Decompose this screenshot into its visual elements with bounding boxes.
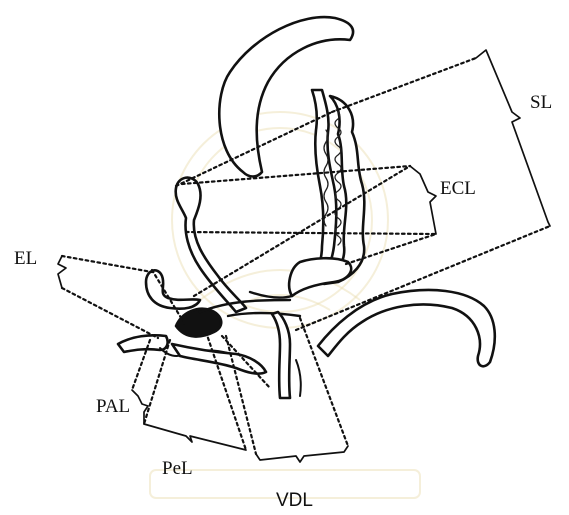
el-label: EL bbox=[14, 248, 37, 269]
ecl-label: ECL bbox=[440, 178, 476, 199]
el-dotted-line-bottom bbox=[62, 288, 158, 338]
sl-dotted-line-top bbox=[332, 58, 476, 112]
sl-label: SL bbox=[530, 92, 552, 113]
pal-brace bbox=[132, 390, 148, 424]
ecl-brace bbox=[410, 166, 436, 234]
el-dotted-line-top bbox=[62, 256, 152, 272]
vas-deferens-lower bbox=[296, 360, 301, 396]
duct-to-gland bbox=[228, 313, 300, 316]
seminal-receptacle-duct bbox=[306, 90, 336, 286]
vdl-brace bbox=[256, 446, 348, 462]
pel-label: PeL bbox=[162, 458, 193, 479]
coil-lower-band bbox=[289, 258, 351, 296]
ecl-dotted-line-1 bbox=[182, 166, 410, 184]
vdl-label: VDL bbox=[276, 490, 313, 511]
right-horn bbox=[318, 290, 495, 366]
el-brace bbox=[58, 256, 66, 288]
pel-brace bbox=[144, 424, 246, 450]
sl-brace bbox=[476, 50, 550, 226]
vas-deferens bbox=[272, 312, 290, 398]
ecl-dotted-line-2 bbox=[186, 232, 436, 234]
pal-dotted-line-2 bbox=[144, 340, 170, 424]
pal-label: PAL bbox=[96, 396, 130, 417]
